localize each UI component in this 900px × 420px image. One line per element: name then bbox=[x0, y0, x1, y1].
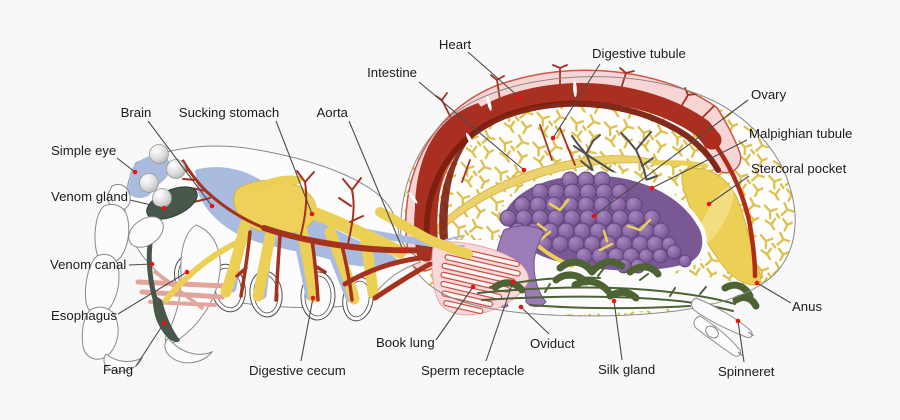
spinneret bbox=[691, 297, 755, 357]
label-anus: Anus bbox=[792, 299, 822, 314]
leader-line bbox=[147, 120, 213, 207]
leader-line bbox=[117, 271, 188, 315]
target-dot bbox=[521, 167, 527, 173]
target-dot bbox=[470, 284, 476, 290]
annotation-spinneret: Spinneret bbox=[718, 318, 775, 379]
label-intestine: Intestine bbox=[367, 65, 417, 80]
annotation-brain: Brain bbox=[121, 105, 215, 209]
leader-line bbox=[737, 320, 745, 363]
annotation-venom-canal: Venom canal bbox=[50, 257, 155, 272]
leader-line bbox=[593, 99, 749, 217]
target-dot bbox=[149, 261, 155, 267]
target-dot bbox=[132, 169, 138, 175]
target-dot bbox=[510, 279, 516, 285]
annotation-silk-gland: Silk gland bbox=[598, 298, 655, 377]
annotation-simple-eye: Simple eye bbox=[51, 143, 138, 175]
leader-line bbox=[129, 199, 165, 209]
label-digestive-cecum: Digestive cecum bbox=[249, 363, 346, 378]
silk-gland bbox=[477, 258, 760, 312]
annotation-sperm-receptacle: Sperm receptacle bbox=[421, 279, 524, 378]
heart-ostia bbox=[408, 81, 577, 204]
leader-line bbox=[552, 63, 601, 139]
label-venom-gland: Venom gland bbox=[51, 189, 128, 204]
target-dot bbox=[611, 298, 617, 304]
leader-line bbox=[128, 263, 153, 266]
annotation-digestive-tubule: Digestive tubule bbox=[550, 46, 686, 141]
annotations: Heart Digestive tubule Intestine Aorta O… bbox=[50, 37, 852, 379]
annotation-malpighian-tubule: Malpighian tubule bbox=[649, 126, 852, 191]
label-spinneret: Spinneret bbox=[718, 364, 775, 379]
leader-line bbox=[467, 51, 520, 98]
target-dot bbox=[310, 295, 316, 301]
annotation-sucking-stomach: Sucking stomach bbox=[179, 105, 315, 217]
leader-line bbox=[135, 322, 165, 367]
leader-line bbox=[485, 281, 514, 362]
target-dot bbox=[161, 205, 167, 211]
target-dot bbox=[209, 203, 215, 209]
target-dot bbox=[706, 201, 712, 207]
leader-line bbox=[435, 286, 474, 341]
annotation-fang: Fang bbox=[103, 320, 167, 377]
label-venom-canal: Venom canal bbox=[50, 257, 126, 272]
label-digestive-tubule: Digestive tubule bbox=[592, 46, 686, 61]
leader-line bbox=[756, 282, 792, 304]
label-malpighian-tubule: Malpighian tubule bbox=[749, 126, 852, 141]
leader-line bbox=[520, 306, 550, 335]
leader-line bbox=[651, 139, 748, 189]
annotation-venom-gland: Venom gland bbox=[51, 189, 167, 211]
label-aorta: Aorta bbox=[316, 105, 348, 120]
cephalothorax bbox=[81, 144, 473, 372]
abdomen bbox=[400, 64, 796, 357]
annotation-digestive-cecum: Digestive cecum bbox=[249, 295, 346, 378]
label-ovary: Ovary bbox=[751, 87, 787, 102]
pedipalp bbox=[81, 183, 164, 372]
annotation-oviduct: Oviduct bbox=[518, 304, 575, 351]
target-dot bbox=[591, 213, 597, 219]
fang-claw bbox=[164, 337, 214, 364]
label-stercoral-pocket: Stercoral pocket bbox=[751, 161, 847, 176]
leader-line bbox=[275, 120, 313, 215]
leader-line bbox=[708, 175, 750, 205]
leader-line bbox=[418, 81, 525, 171]
fang bbox=[152, 294, 180, 343]
target-dot bbox=[400, 247, 406, 253]
annotation-stercoral-pocket: Stercoral pocket bbox=[706, 161, 847, 207]
target-dot bbox=[309, 211, 315, 217]
stercoral-pocket bbox=[681, 168, 761, 286]
leader-line bbox=[613, 300, 623, 361]
target-dot bbox=[518, 304, 524, 310]
target-dot bbox=[184, 269, 190, 275]
label-oviduct: Oviduct bbox=[530, 336, 575, 351]
target-dot bbox=[550, 135, 556, 141]
target-dot bbox=[735, 318, 741, 324]
label-book-lung: Book lung bbox=[376, 335, 435, 350]
target-dot bbox=[754, 280, 760, 286]
leader-line bbox=[348, 120, 404, 251]
annotation-book-lung: Book lung bbox=[376, 284, 476, 350]
label-sucking-stomach: Sucking stomach bbox=[179, 105, 279, 120]
label-heart: Heart bbox=[439, 37, 472, 52]
annotation-ovary: Ovary bbox=[591, 87, 787, 219]
label-silk-gland: Silk gland bbox=[598, 362, 655, 377]
annotation-intestine: Intestine bbox=[367, 65, 527, 173]
label-fang: Fang bbox=[103, 362, 133, 377]
annotation-aorta: Aorta bbox=[316, 105, 406, 253]
leader-line bbox=[300, 297, 314, 362]
heart bbox=[405, 64, 758, 279]
target-dot bbox=[516, 94, 522, 100]
annotation-heart: Heart bbox=[439, 37, 522, 100]
label-sperm-receptacle: Sperm receptacle bbox=[421, 363, 524, 378]
heart-tail-vessel bbox=[703, 129, 758, 279]
label-simple-eye: Simple eye bbox=[51, 143, 116, 158]
label-esophagus: Esophagus bbox=[51, 308, 117, 323]
annotation-anus: Anus bbox=[754, 280, 822, 314]
leader-line bbox=[116, 157, 136, 173]
label-brain: Brain bbox=[121, 105, 152, 120]
annotation-esophagus: Esophagus bbox=[51, 269, 190, 323]
target-dot bbox=[649, 185, 655, 191]
target-dot bbox=[161, 320, 167, 326]
